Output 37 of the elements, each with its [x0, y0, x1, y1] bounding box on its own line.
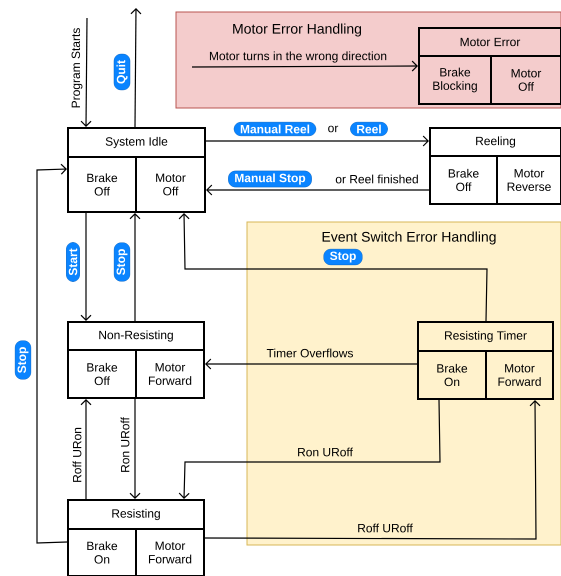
arrow — [206, 184, 429, 196]
state-box: System Idle Brake Off Motor Off — [67, 127, 206, 213]
edge-label: Ron URoff — [120, 417, 130, 472]
arrow — [130, 399, 140, 499]
state-box: Non-Resisting Brake Off Motor Forward — [67, 321, 205, 399]
arrow — [178, 213, 488, 322]
event-pill: Manual Stop — [228, 170, 312, 188]
event-pill: Manual Reel — [234, 122, 316, 136]
edge-label: or — [328, 126, 338, 132]
state-box: Reeling Brake Off Motor Reverse — [429, 127, 561, 205]
event-pill: Stop — [14, 340, 32, 380]
edge-label: Timer Overflows — [266, 348, 353, 358]
arrow — [80, 213, 92, 321]
arrow — [80, 399, 92, 499]
event-pill: Quit — [114, 54, 130, 90]
arrow — [130, 8, 142, 127]
edge-label: Ron URoff — [298, 448, 353, 456]
edge-label: or Reel finished — [336, 174, 418, 184]
event-pill: Stop — [323, 248, 363, 266]
event-pill: Stop — [114, 242, 130, 282]
edge-label: Program Starts — [72, 28, 82, 108]
arrow — [206, 136, 429, 146]
arrow — [192, 60, 418, 72]
event-pill: Reel — [350, 122, 388, 136]
arrow — [80, 18, 92, 127]
edge-label: Motor turns in the wrong direction — [210, 51, 386, 63]
arrow — [178, 400, 441, 499]
edge-label: Roff URoff — [358, 524, 413, 532]
edge-label: Roff URon — [72, 428, 82, 482]
state-box: Resisting Timer Brake On Motor Forward — [417, 321, 554, 400]
state-box: Resisting Brake On Motor Forward — [67, 499, 205, 576]
arrow — [130, 213, 140, 321]
event-pill: Start — [66, 242, 80, 282]
arrow — [205, 358, 417, 370]
state-box: Motor Error Brake Blocking Motor Off — [418, 27, 561, 105]
arrow — [36, 164, 68, 544]
arrow — [205, 400, 540, 540]
